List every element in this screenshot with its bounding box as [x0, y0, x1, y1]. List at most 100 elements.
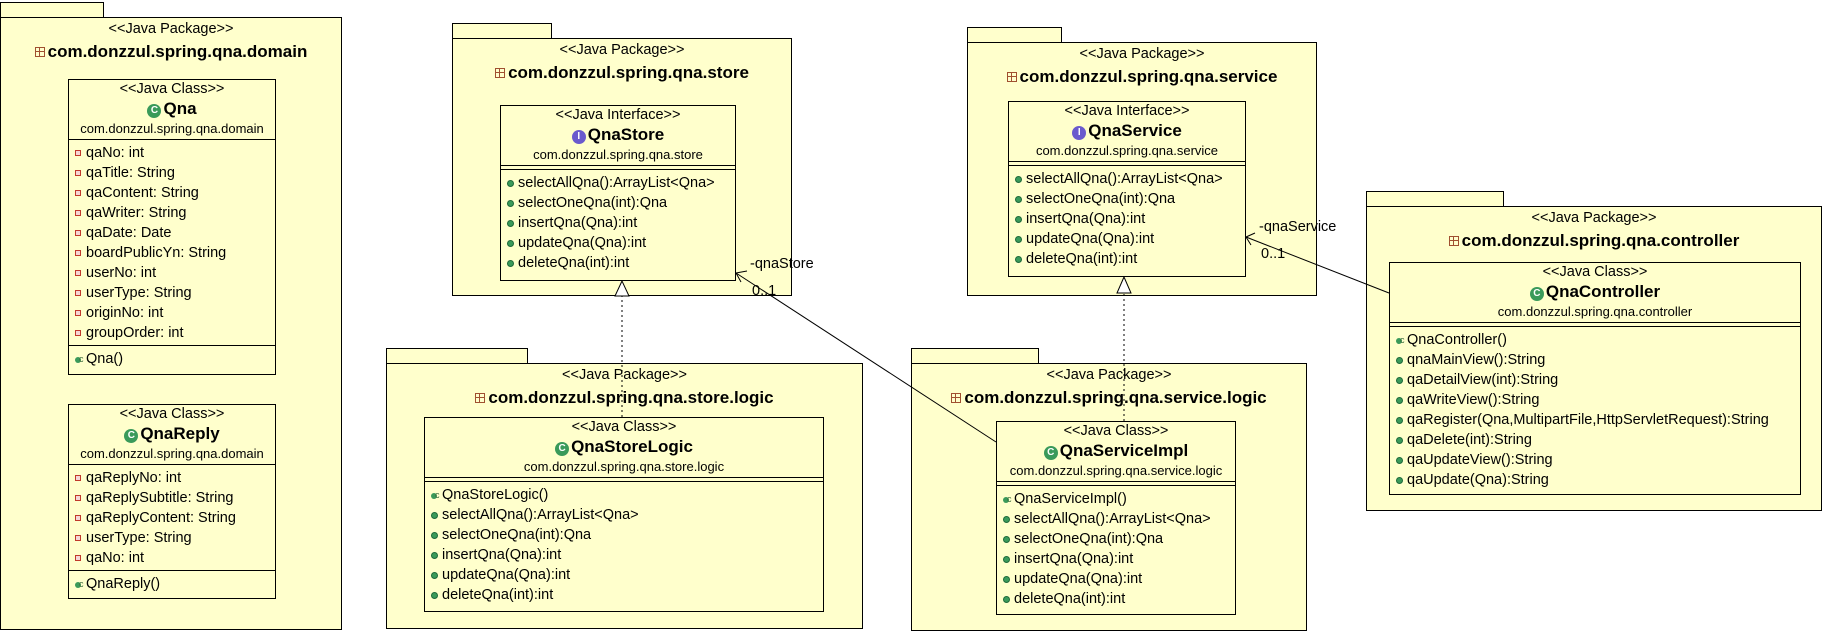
class-stereotype: <<Java Class>> [119, 406, 225, 422]
public-method-icon [1003, 535, 1010, 543]
operations-section: Qna() [69, 346, 275, 371]
operation: insertQna(Qna):int [518, 215, 638, 231]
public-method-icon [507, 179, 514, 187]
public-method-icon [507, 219, 514, 227]
class-name: QnaServiceImpl [1059, 441, 1189, 460]
private-field-icon [75, 170, 81, 176]
realization-arrowhead [614, 279, 630, 297]
package-name: com.donzzul.spring.qna.controller [1461, 231, 1740, 250]
class-icon: C [1043, 446, 1058, 460]
class-stereotype: <<Java Class>> [119, 81, 225, 97]
operation: QnaServiceImpl() [1014, 491, 1127, 507]
operation: selectOneQna(int):Qna [442, 527, 592, 543]
operation: updateQna(Qna):int [518, 235, 647, 251]
operation: qaUpdateView():String [1407, 452, 1553, 468]
private-field-icon [75, 270, 81, 276]
operation: deleteQna(int):int [1026, 251, 1138, 267]
public-method-icon [1015, 175, 1022, 183]
private-field-icon [75, 495, 81, 501]
package-stereotype: <<Java Package>> [1531, 210, 1657, 226]
association-arrowhead [1245, 232, 1256, 246]
package-name: com.donzzul.spring.qna.service.logic [964, 388, 1267, 407]
association-role-label: -qnaStore [750, 256, 814, 272]
private-field-icon [75, 555, 81, 561]
public-method-icon [431, 551, 438, 559]
constructor-icon [75, 349, 84, 369]
operation: selectAllQna():ArrayList<Qna> [518, 175, 715, 191]
operation: updateQna(Qna):int [1026, 231, 1155, 247]
class-package: com.donzzul.spring.qna.store [533, 147, 703, 162]
association-line [1245, 236, 1390, 294]
attribute: userNo: int [86, 265, 157, 281]
package-name: com.donzzul.spring.qna.domain [47, 42, 308, 61]
class-name: Qna [163, 99, 197, 118]
private-field-icon [75, 535, 81, 541]
operation: qaDetailView(int):String [1407, 372, 1559, 388]
operations-section: selectAllQna():ArrayList<Qna> selectOneQ… [501, 170, 735, 275]
attribute: qaNo: int [86, 145, 145, 161]
class-name: QnaReply [140, 424, 220, 443]
operation: deleteQna(int):int [1014, 591, 1126, 607]
class-icon: C [124, 429, 139, 443]
attribute: qaWriter: String [86, 205, 187, 221]
public-method-icon [1396, 356, 1403, 364]
operation: selectOneQna(int):Qna [1026, 191, 1176, 207]
operation: selectAllQna():ArrayList<Qna> [442, 507, 639, 523]
class-package: com.donzzul.spring.qna.store.logic [523, 459, 725, 474]
attributes-section [997, 482, 1235, 486]
public-method-icon [507, 259, 514, 267]
operation: QnaStoreLogic() [442, 487, 549, 503]
public-method-icon [1396, 476, 1403, 484]
private-field-icon [75, 290, 81, 296]
attribute: groupOrder: int [86, 325, 184, 341]
constructor-icon [1003, 489, 1012, 509]
association-line [735, 272, 997, 443]
operations-section: QnaStoreLogic() selectAllQna():ArrayList… [425, 482, 823, 607]
private-field-icon [75, 515, 81, 521]
operations-section: QnaController() qnaMainView():String qaD… [1390, 327, 1800, 492]
class-stereotype: <<Java Class>> [1063, 423, 1169, 439]
operations-section: selectAllQna():ArrayList<Qna> selectOneQ… [1009, 166, 1245, 271]
operation: qaUpdate(Qna):String [1407, 472, 1549, 488]
public-method-icon [1396, 376, 1403, 384]
package-icon [475, 393, 486, 403]
constructor-icon [431, 485, 440, 505]
interface-icon: I [1072, 126, 1087, 140]
public-method-icon [431, 511, 438, 519]
operation: insertQna(Qna):int [442, 547, 562, 563]
interface-icon: I [571, 130, 586, 144]
class-package: com.donzzul.spring.qna.domain [80, 121, 264, 136]
operation: insertQna(Qna):int [1026, 211, 1146, 227]
attributes-section [501, 166, 735, 170]
class-icon: C [1529, 287, 1544, 301]
class-name: QnaStoreLogic [571, 437, 693, 456]
operation: selectOneQna(int):Qna [1014, 531, 1164, 547]
public-method-icon [1015, 215, 1022, 223]
operation: qnaMainView():String [1407, 352, 1546, 368]
attribute: qaReplySubtitle: String [86, 490, 234, 506]
public-method-icon [1015, 235, 1022, 243]
association-multiplicity-label: 0..1 [1261, 246, 1286, 262]
operation: Qna() [86, 351, 124, 367]
private-field-icon [75, 330, 81, 336]
attribute: userType: String [86, 530, 192, 546]
association-arrowhead [735, 270, 748, 283]
package-icon [1006, 72, 1017, 82]
operation: QnaController() [1407, 332, 1507, 348]
package-stereotype: <<Java Package>> [108, 21, 234, 37]
class-package: com.donzzul.spring.qna.domain [80, 446, 264, 461]
class-package: com.donzzul.spring.qna.service [1035, 143, 1219, 158]
package-icon [1448, 236, 1459, 246]
private-field-icon [75, 250, 81, 256]
class-name: QnaController [1545, 282, 1661, 301]
private-field-icon [75, 230, 81, 236]
operation: updateQna(Qna):int [1014, 571, 1143, 587]
constructor-icon [1396, 330, 1405, 350]
